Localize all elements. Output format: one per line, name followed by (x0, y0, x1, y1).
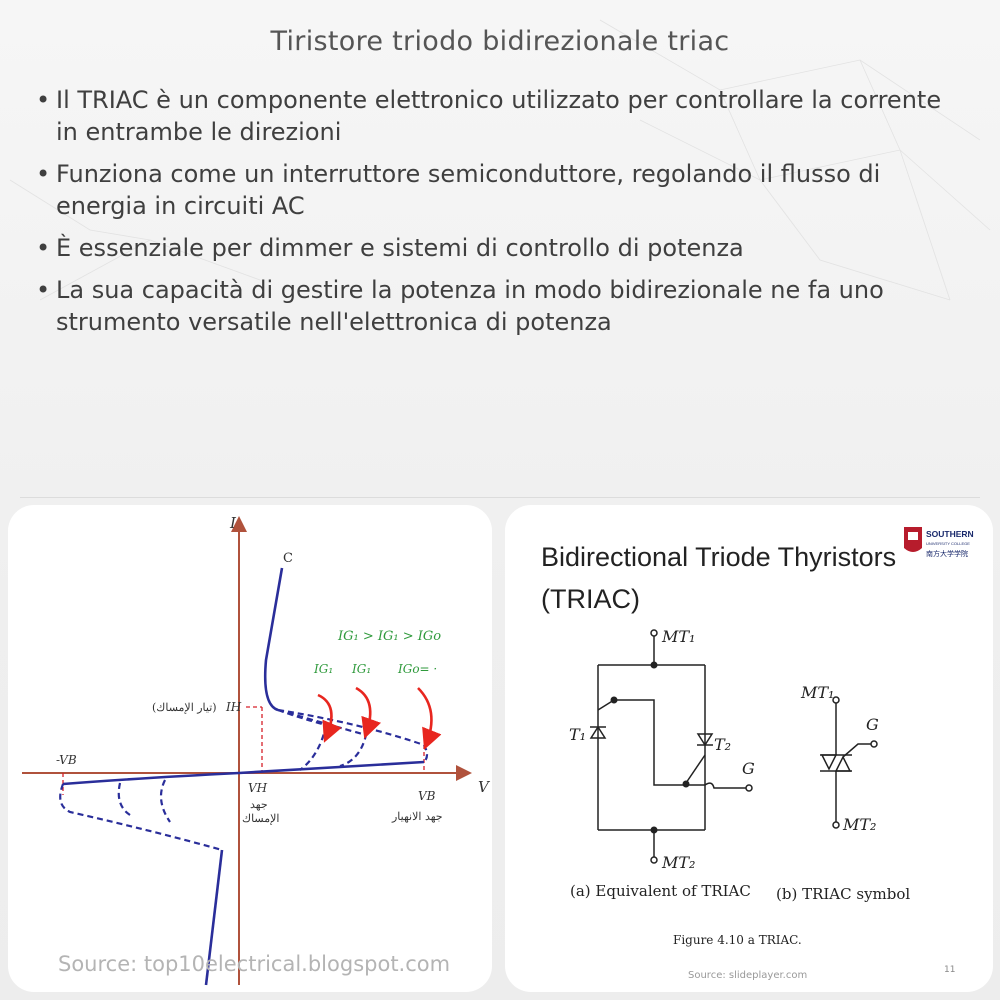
bullet-list: Il TRIAC è un componente elettronico uti… (34, 84, 964, 348)
t1-label: T₁ (569, 725, 586, 744)
symbol-mt1-label: MT₁ (800, 683, 834, 702)
bullet-item: È essenziale per dimmer e sistemi di con… (34, 232, 964, 264)
ih-label: IH (225, 700, 242, 714)
g-label: G (742, 759, 755, 778)
igo-label: IGo= · (397, 662, 437, 676)
vh-arabic-label-1: جهد (250, 798, 268, 811)
curve-negative-vertical (204, 849, 224, 986)
curve-main-positive (238, 760, 425, 775)
svg-text:南方大学学院: 南方大学学院 (926, 549, 968, 558)
caption-a: (a) Equivalent of TRIAC (570, 882, 751, 900)
vh-label: VH (248, 781, 268, 795)
symbol-mt2-label: MT₂ (842, 815, 876, 834)
bullet-item: Il TRIAC è un componente elettronico uti… (34, 84, 964, 148)
ig-relation-label: IG₁ > IG₁ > IGo (337, 629, 441, 644)
bullet-item: Funziona come un interruttore semicondut… (34, 158, 964, 222)
triac-circuit-diagram: Bidirectional Triode Thyristors (TRIAC) … (541, 527, 974, 947)
t2-label: T₂ (714, 735, 731, 754)
mt2-label: MT₂ (661, 853, 695, 872)
curve-main-negative (62, 771, 240, 786)
slide-page-number: 11 (944, 965, 956, 975)
page-title: Tiristore triodo bidirezionale triac (270, 26, 730, 57)
mt1-label: MT₁ (661, 627, 695, 646)
arrow-ig1b (355, 686, 381, 739)
triac-symbol (820, 696, 878, 829)
neg-vb-label: -VB (56, 753, 77, 767)
arrow-igo (417, 687, 442, 750)
source-left: Source: top10electrical.blogspot.com (58, 952, 451, 976)
vb-arabic-label: جهد الانهيار (391, 810, 443, 823)
figure-caption: Figure 4.10 a TRIAC. (673, 933, 802, 947)
vh-arabic-label-2: الإمساك (242, 812, 279, 825)
svg-text:SOUTHERN: SOUTHERN (926, 529, 974, 539)
caption-b: (b) TRIAC symbol (776, 885, 910, 903)
ih-arabic-label: (تيار الإمساك) (152, 701, 217, 714)
i-axis-label: I (229, 514, 237, 532)
arrow-ig1a (317, 693, 342, 743)
university-logo: SOUTHERN UNIVERSITY COLLEGE 南方大学学院 (904, 527, 974, 558)
vi-characteristic-panel: I V C IG₁ > IG₁ > IGo IG₁ IG₁ IGo= · IH … (8, 505, 492, 992)
svg-text:UNIVERSITY COLLEGE: UNIVERSITY COLLEGE (926, 541, 970, 546)
slide-heading-line1: Bidirectional Triode Thyristors (541, 542, 896, 572)
triac-circuit-panel: Bidirectional Triode Thyristors (TRIAC) … (505, 505, 993, 992)
v-axis-label: V (478, 778, 491, 796)
bullet-item: La sua capacità di gestire la potenza in… (34, 274, 964, 338)
vb-label: VB (418, 789, 436, 803)
slide-heading-line2: (TRIAC) (541, 584, 640, 614)
source-right: Source: slideplayer.com (688, 970, 808, 981)
symbol-g-label: G (866, 715, 879, 734)
curve-c (263, 567, 284, 712)
vi-characteristic-diagram: I V C IG₁ > IG₁ > IGo IG₁ IG₁ IGo= · IH … (22, 514, 491, 986)
ig1b-label: IG₁ (351, 662, 371, 676)
curve-c-label: C (283, 551, 293, 566)
ig1a-label: IG₁ (313, 662, 333, 676)
divider (20, 497, 980, 498)
